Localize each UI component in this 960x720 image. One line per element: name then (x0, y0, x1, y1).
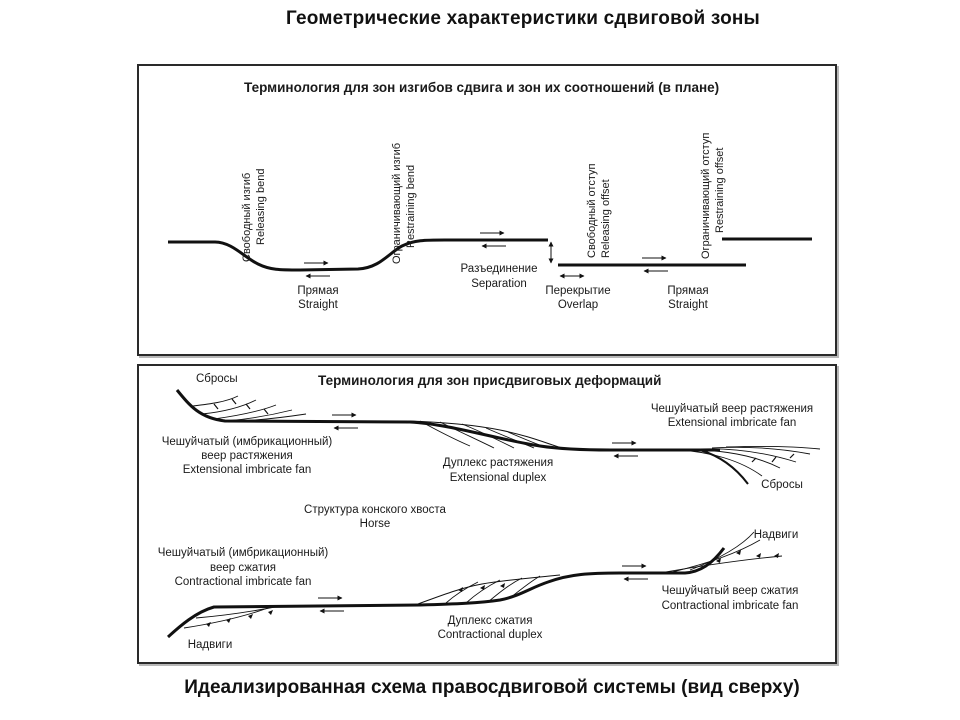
releasing-bend-label-en: Releasing bend (255, 169, 267, 245)
thrusts-label-right: Надвиги (754, 529, 799, 541)
contractional-duplex-faults (445, 575, 541, 604)
thrusts-label-left: Надвиги (188, 639, 233, 651)
contractional-fault-trace (166, 547, 726, 639)
extensional-fan-right-splays (679, 445, 821, 477)
con-fan-left-ru1: Чешуйчатый (имбрикационный) (158, 547, 329, 559)
bend-terminology-panel (137, 64, 837, 356)
contractional-fan-left-splays (183, 605, 281, 629)
slide-title: Геометрические характеристики сдвиговой … (286, 8, 760, 29)
contractional-fan-right-ticks (716, 550, 779, 563)
con-fan-left-en: Contractional imbricate fan (175, 576, 312, 588)
horse-label-en: Horse (360, 518, 391, 530)
extensional-fan-right-main (699, 449, 749, 485)
con-fan-right-en: Contractional imbricate fan (662, 600, 799, 612)
ext-fan-right-ru: Чешуйчатый веер растяжения (651, 403, 813, 415)
separation-label-ru: Разъединение (461, 263, 538, 275)
con-fan-left-ru2: веер сжатия (210, 562, 276, 574)
con-fan-right-ru: Чешуйчатый веер сжатия (662, 585, 799, 597)
ext-duplex-en: Extensional duplex (450, 472, 547, 484)
restraining-offset-label-en: Restraining offset (714, 148, 726, 233)
overlap-label-ru: Перекрытие (545, 285, 610, 297)
strike-slip-fault-trace (168, 238, 548, 272)
ext-fan-right-en: Extensional imbricate fan (668, 417, 796, 429)
slip-arrows-top (304, 230, 668, 279)
slide-caption: Идеализированная схема правосдвиговой си… (184, 677, 800, 698)
contractional-duplex-ticks (458, 583, 505, 592)
extensional-duplex-upper (407, 420, 566, 450)
overlap-label-en: Overlap (558, 299, 598, 311)
ext-fan-left-en: Extensional imbricate fan (183, 464, 311, 476)
extensional-fault-trace (175, 389, 720, 452)
slip-arrows-extensional (332, 412, 638, 459)
contractional-fan-left-ticks (206, 610, 273, 627)
bend-panel-heading: Терминология для зон изгибов сдвига и зо… (244, 80, 719, 95)
releasing-offset-label-ru: Свободный отступ (586, 163, 598, 258)
ext-duplex-ru: Дуплекс растяжения (443, 457, 553, 469)
extensional-duplex-faults (419, 420, 549, 449)
separation-label-en: Separation (471, 278, 527, 290)
con-duplex-ru: Дуплекс сжатия (448, 615, 533, 627)
restraining-bend-label-en: Restraining bend (405, 165, 417, 248)
straight-label-2-en: Straight (668, 299, 708, 311)
straight-label-2-ru: Прямая (667, 285, 708, 297)
deformation-panel-heading: Терминология для зон присдвиговых деформ… (318, 373, 661, 388)
ext-fan-left-ru1: Чешуйчатый (имбрикационный) (162, 436, 333, 448)
con-duplex-en: Contractional duplex (438, 629, 543, 641)
restraining-offset-label-ru: Ограничивающий отступ (700, 133, 712, 259)
extensional-fan-left-ticks (213, 398, 269, 415)
contractional-duplex-lower (417, 574, 561, 605)
extensional-fan-left-splays (192, 395, 307, 422)
releasing-bend-label-ru: Свободный изгиб (241, 173, 253, 262)
faults-label-right: Сбросы (761, 479, 803, 491)
extensional-fan-right-ticks (751, 453, 795, 463)
ext-fan-left-ru2: веер растяжения (201, 450, 293, 462)
slip-arrows-contractional (318, 563, 648, 614)
contractional-fan-right-splays (659, 531, 783, 574)
releasing-offset-label-en: Releasing offset (600, 179, 612, 258)
faults-label-top-left: Сбросы (196, 373, 238, 385)
deformation-terminology-panel (137, 364, 837, 664)
straight-label-1-en: Straight (298, 299, 338, 311)
straight-label-1-ru: Прямая (297, 285, 338, 297)
horse-label-ru: Структура конского хвоста (304, 504, 447, 516)
restraining-bend-label-ru: Ограничивающий изгиб (391, 143, 403, 264)
